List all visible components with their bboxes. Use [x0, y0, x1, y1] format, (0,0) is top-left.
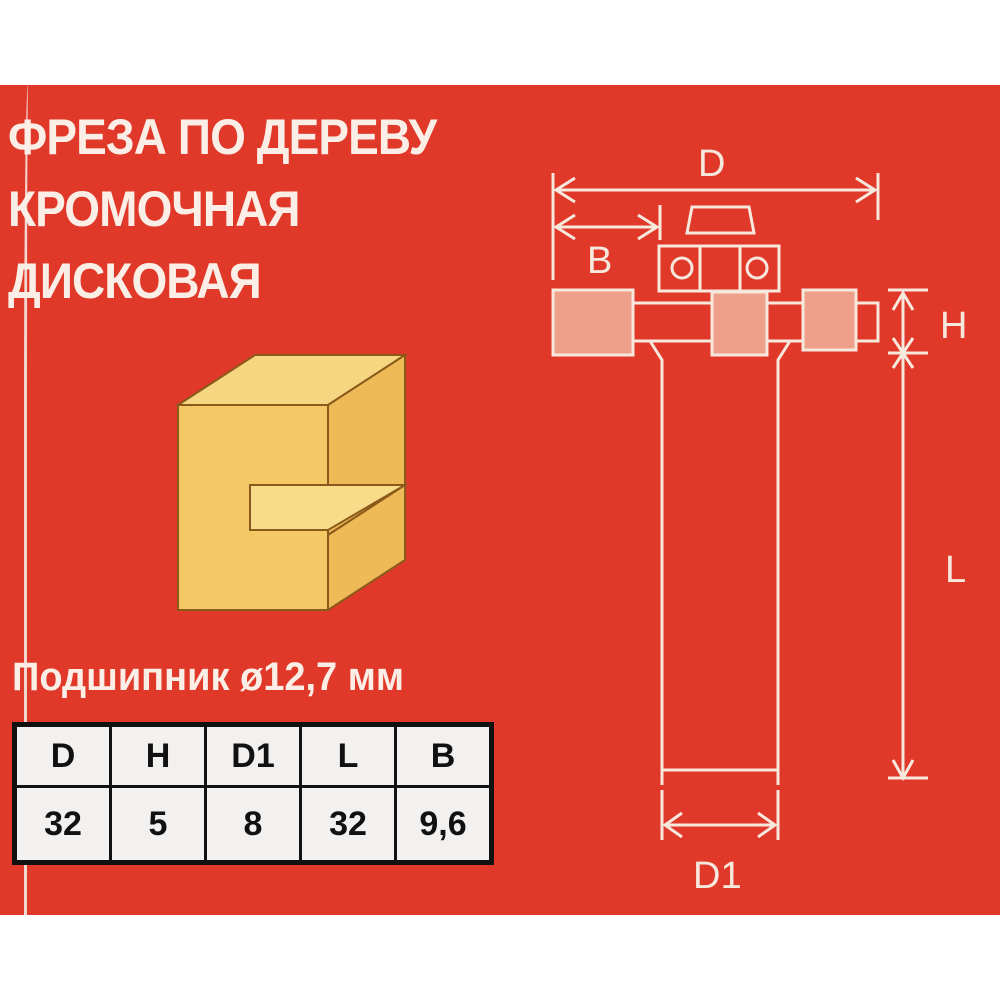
value-cell: 8	[207, 788, 299, 860]
value-cell: 5	[112, 788, 204, 860]
router-bit-diagram	[551, 173, 928, 840]
header-cell: D1	[207, 727, 299, 785]
table-header-row: D H D1 L B	[17, 727, 489, 785]
label-B: B	[587, 240, 612, 282]
wood-profile-illustration	[174, 353, 409, 612]
label-D: D	[698, 143, 725, 185]
dimensions-table: D H D1 L B 32 5 8 32 9,6	[12, 722, 494, 865]
value-cell: 32	[17, 788, 109, 860]
label-H: H	[940, 305, 967, 347]
bearing-size-label: Подшипник ø12,7 мм	[12, 655, 404, 699]
header-cell: B	[397, 727, 489, 785]
table-row: 32 5 8 32 9,6	[17, 788, 489, 860]
header-cell: L	[302, 727, 394, 785]
value-cell: 32	[302, 788, 394, 860]
header-cell: D	[17, 727, 109, 785]
label-D1: D1	[693, 855, 742, 897]
label-L: L	[945, 549, 966, 591]
package-edge-fold	[24, 85, 34, 915]
title-line-1: ФРЕЗА ПО ДЕРЕВУ	[8, 109, 437, 165]
value-cell: 9,6	[397, 788, 489, 860]
title-line-3: ДИСКОВАЯ	[8, 253, 262, 309]
header-cell: H	[112, 727, 204, 785]
title-line-2: КРОМОЧНАЯ	[8, 181, 301, 237]
